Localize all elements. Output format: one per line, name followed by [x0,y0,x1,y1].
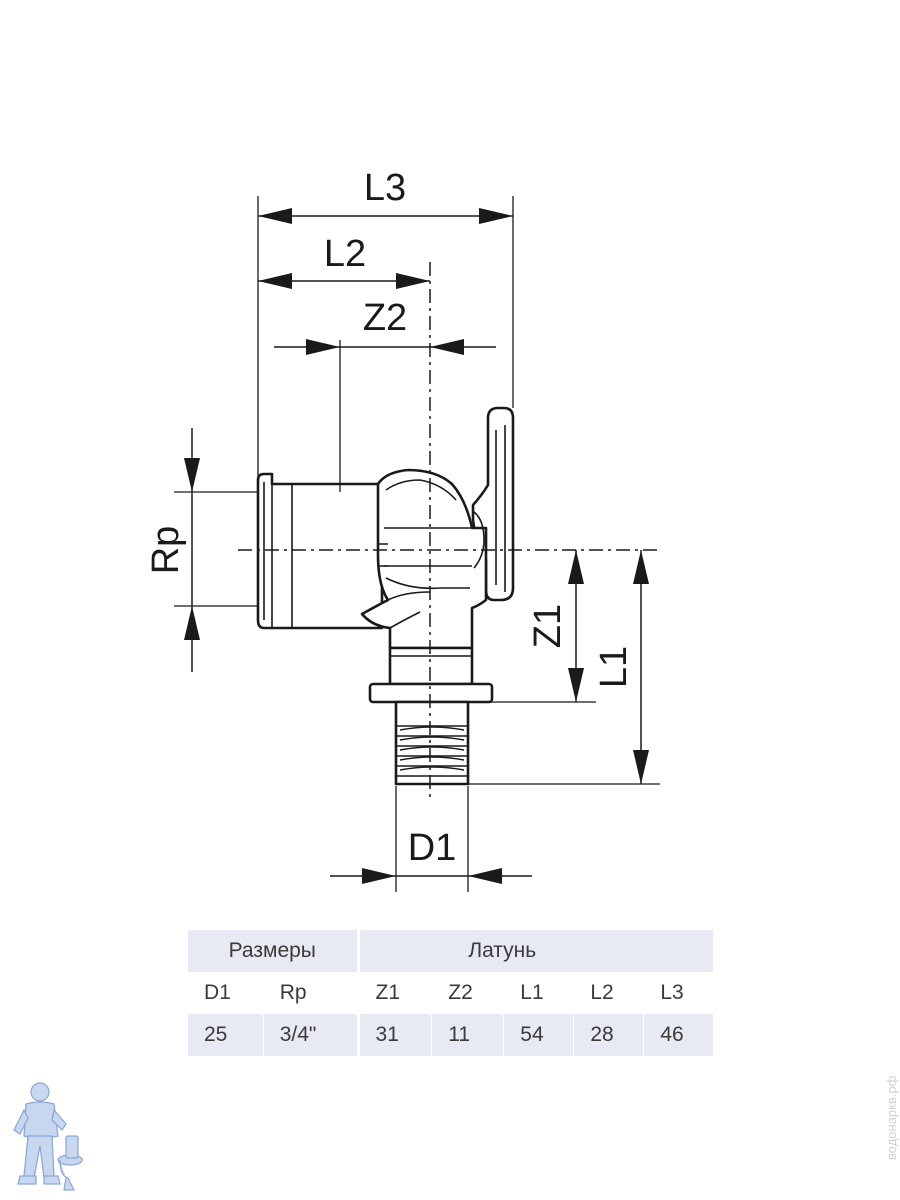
label-Z1: Z1 [527,604,569,648]
table-row: 25 3/4" 31 11 54 28 46 [188,1014,713,1056]
table-cell: 3/4" [262,1014,359,1056]
dimension-L3 [258,208,513,224]
column-header: L2 [573,972,644,1014]
label-L2: L2 [324,233,366,275]
table-cell: 54 [503,1014,574,1056]
column-header: D1 [188,972,264,1014]
table-column-header-row: D1 Rp Z1 Z2 L1 L2 L3 [188,972,713,1014]
dimension-L1 [633,550,649,784]
table-cell: 25 [188,1014,264,1056]
label-D1: D1 [408,827,457,869]
column-header: Z2 [431,972,504,1014]
spec-table: Размеры Латунь D1 Rp Z1 Z2 L1 L2 L3 25 3… [188,930,713,1056]
extension-lines [174,196,660,892]
table-cell: 11 [431,1014,504,1056]
label-L1: L1 [593,646,635,688]
label-L3: L3 [364,167,406,209]
column-header: L1 [503,972,574,1014]
column-header: L3 [643,972,713,1014]
center-axes [238,262,660,800]
dimension-D1 [330,868,532,884]
column-header: Z1 [356,972,432,1014]
watermark: водонаркв.рф [884,1075,899,1160]
label-Z2: Z2 [363,297,407,339]
table-cell: 46 [643,1014,713,1056]
column-header: Rp [262,972,359,1014]
fitting-drawing: L3 L2 Z2 Rp Z1 L1 D1 [145,167,660,892]
table-cell: 28 [573,1014,644,1056]
group-header-dimensions: Размеры [188,930,359,972]
dimension-L2 [258,273,430,289]
dimension-Rp [184,428,200,672]
fitting-body [256,406,515,786]
dimension-Z2 [274,339,496,355]
plumber-mascot-icon [13,1082,83,1191]
dimension-Z1 [568,550,584,702]
table-cell: 31 [356,1014,432,1056]
group-header-material: Латунь [356,930,713,972]
table-group-header-row: Размеры Латунь [188,930,713,972]
label-Rp: Rp [145,526,187,575]
